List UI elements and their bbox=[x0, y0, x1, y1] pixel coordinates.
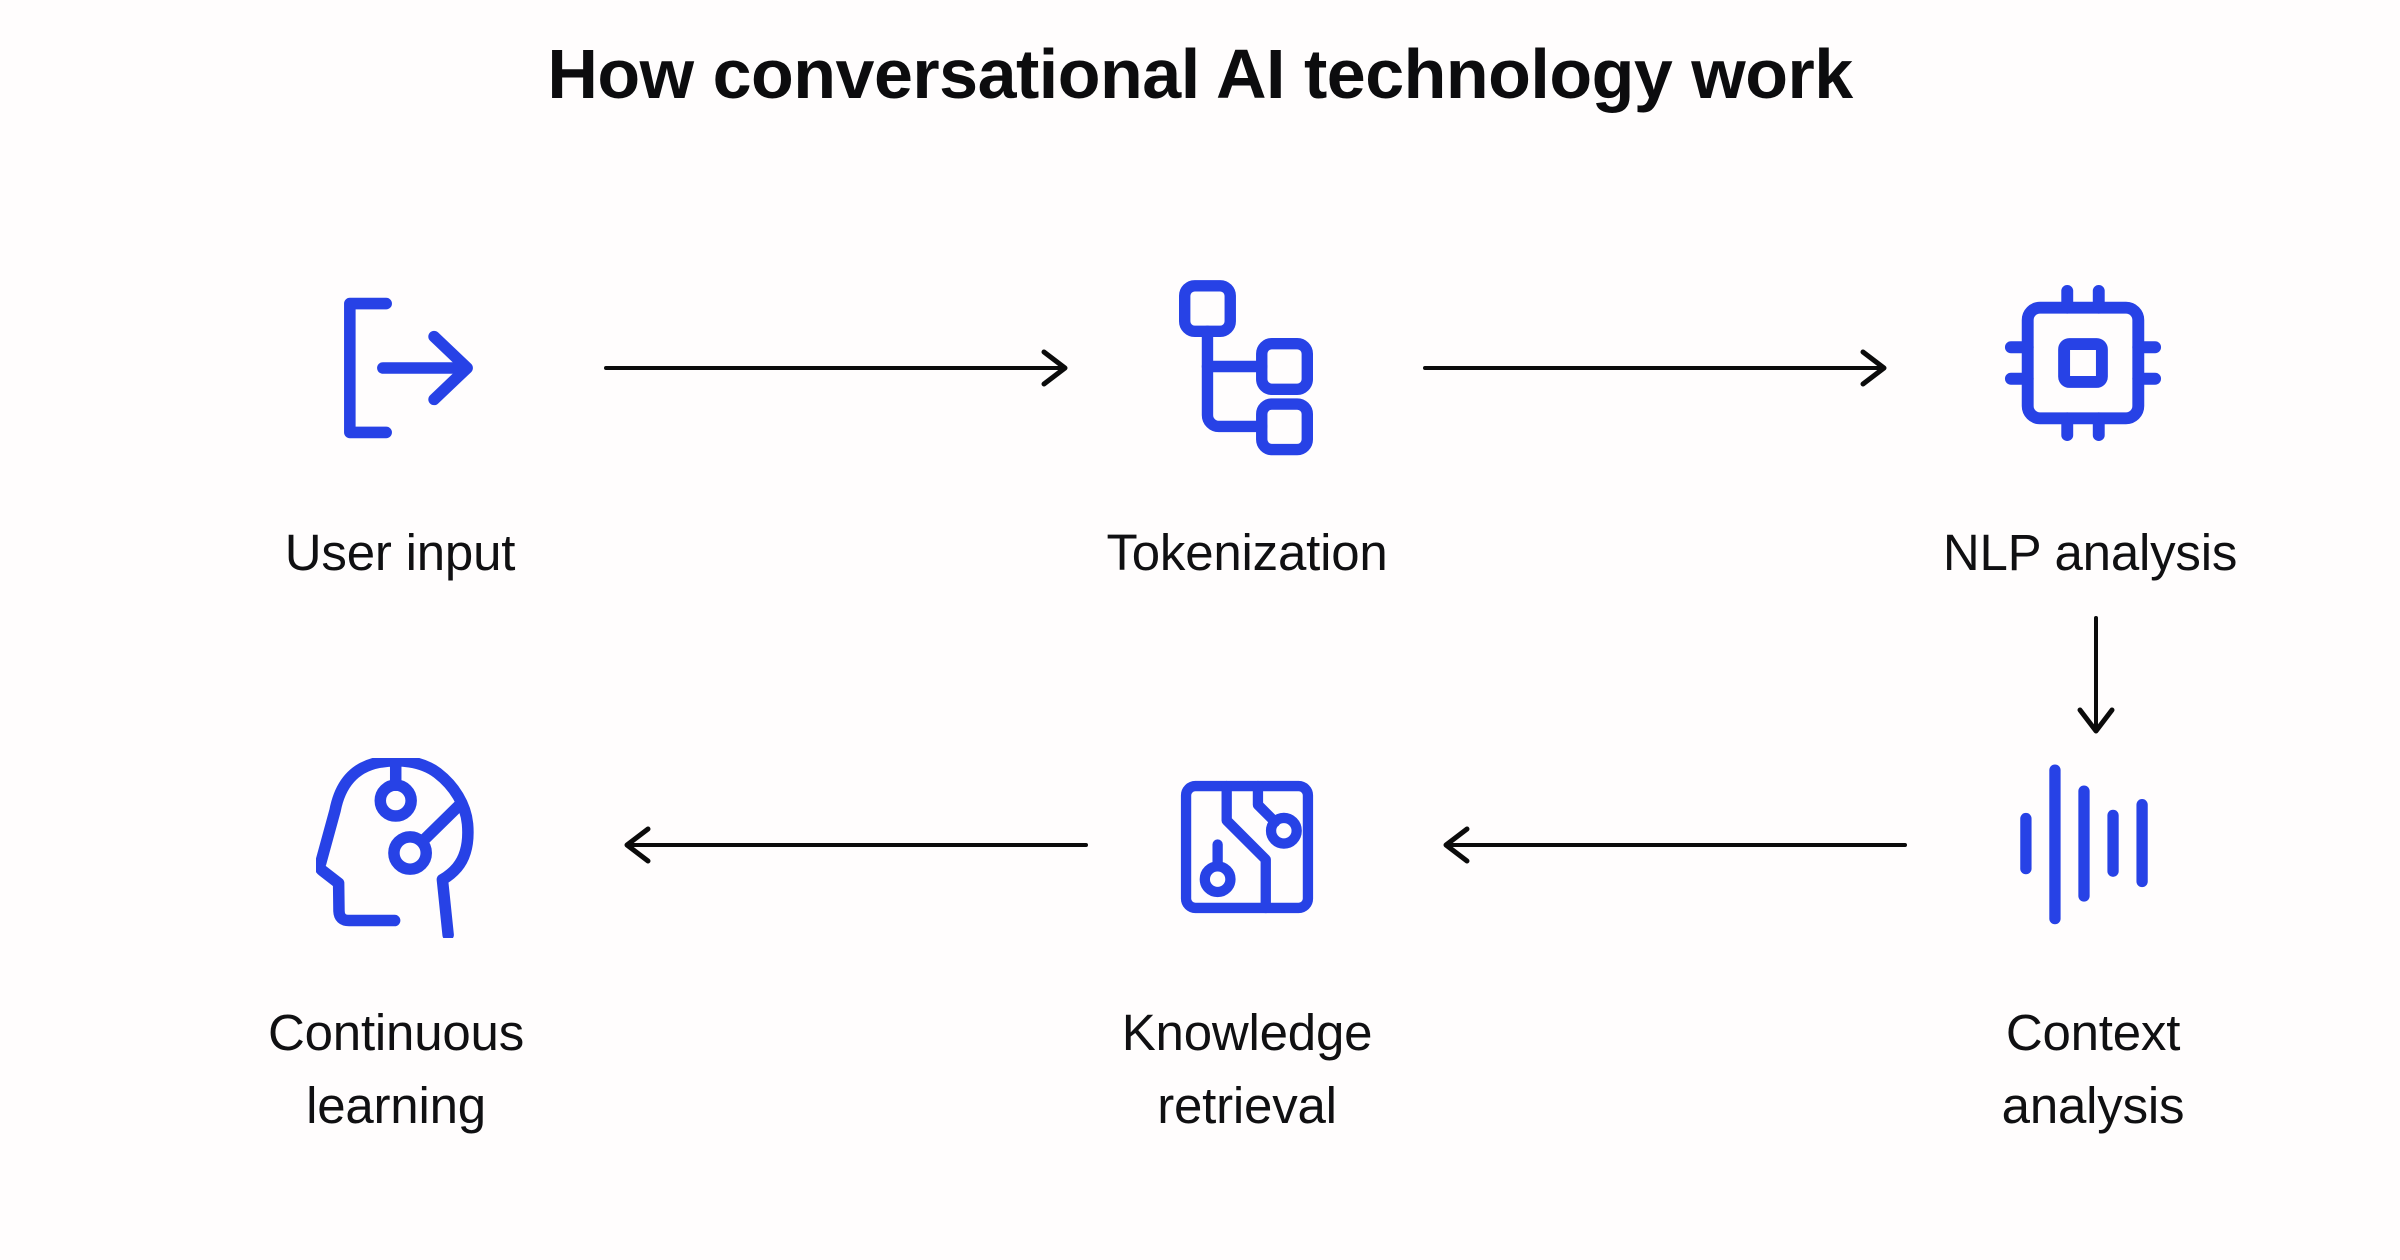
arrow-right-icon bbox=[1422, 336, 1908, 400]
label-line: User input bbox=[284, 524, 516, 581]
tokenization-tree-icon bbox=[1179, 280, 1313, 456]
step-label-tokenization: Tokenization bbox=[1027, 516, 1467, 589]
step-label-user-input: User input bbox=[180, 516, 620, 589]
arrow-left-icon bbox=[603, 813, 1089, 877]
audio-waveform-icon bbox=[2013, 762, 2155, 930]
label-line: retrieval bbox=[1157, 1077, 1337, 1134]
step-label-context-analysis: Context analysis bbox=[1873, 996, 2313, 1142]
diagram-title: How conversational AI technology work bbox=[547, 35, 1853, 113]
cpu-chip-icon bbox=[1999, 279, 2167, 447]
label-line: learning bbox=[306, 1077, 486, 1134]
label-line: analysis bbox=[2001, 1077, 2185, 1134]
arrow-right-icon bbox=[603, 336, 1089, 400]
ai-head-icon bbox=[316, 758, 474, 938]
step-label-nlp-analysis: NLP analysis bbox=[1870, 516, 2310, 589]
label-line: Tokenization bbox=[1106, 524, 1388, 581]
circuit-board-icon bbox=[1172, 772, 1322, 922]
arrow-left-icon bbox=[1422, 813, 1908, 877]
user-input-icon bbox=[330, 288, 482, 448]
step-label-knowledge-retrieval: Knowledge retrieval bbox=[1027, 996, 1467, 1142]
label-line: Continuous bbox=[267, 1004, 524, 1061]
step-label-continuous-learning: Continuous learning bbox=[176, 996, 616, 1142]
label-line: Knowledge bbox=[1121, 1004, 1373, 1061]
arrow-down-icon bbox=[2064, 614, 2128, 756]
label-line: Context bbox=[2005, 1004, 2181, 1061]
label-line: NLP analysis bbox=[1942, 524, 2238, 581]
